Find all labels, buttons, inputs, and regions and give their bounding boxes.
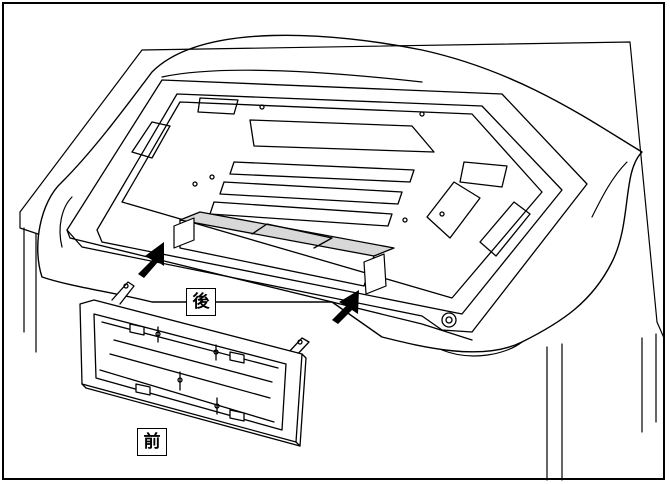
stand-slots <box>173 217 387 295</box>
stand <box>79 281 310 447</box>
tv-stand-illustration <box>19 34 665 481</box>
diagram-frame: 後 前 <box>2 2 665 481</box>
insert-arrow-left <box>138 242 164 278</box>
table <box>19 41 665 481</box>
insert-arrow-right <box>332 290 359 324</box>
rear-label: 後 <box>186 288 216 316</box>
front-label: 前 <box>137 428 167 456</box>
cloth <box>37 34 643 357</box>
